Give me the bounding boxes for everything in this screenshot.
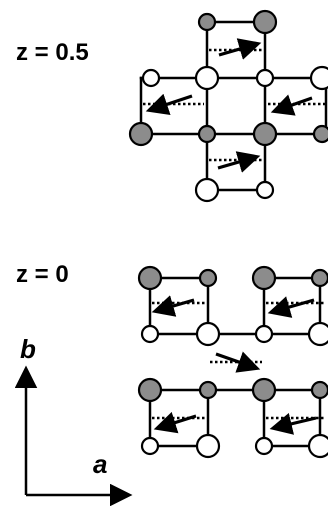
- axis-arrows: [14, 365, 133, 506]
- filled-atom: [310, 380, 328, 400]
- filled-atom: [137, 377, 163, 403]
- spin-arrow: [145, 93, 193, 115]
- open-atom: [255, 180, 275, 200]
- spin-arrow: [270, 94, 313, 116]
- filled-atom: [312, 124, 328, 144]
- open-atom: [307, 321, 328, 347]
- open-atom: [140, 324, 160, 344]
- spin-arrow: [218, 38, 262, 60]
- open-atom: [194, 65, 220, 91]
- layer-z-0: [137, 265, 328, 459]
- spin-arrow: [269, 412, 317, 435]
- open-atom: [307, 433, 328, 459]
- layer-label-top: z = 0.5: [16, 39, 89, 66]
- open-atom: [195, 433, 221, 459]
- open-atom: [309, 65, 328, 91]
- spin-arrow: [151, 295, 195, 317]
- filled-atom: [137, 265, 163, 291]
- spin-arrow: [267, 296, 315, 318]
- filled-atom: [197, 124, 217, 144]
- filled-atom: [128, 121, 154, 147]
- spin-arrow: [215, 351, 261, 373]
- axis-label-b: b: [20, 334, 36, 364]
- filled-atom: [198, 380, 218, 400]
- axis-label-a: a: [93, 449, 107, 479]
- filled-atom: [252, 9, 278, 35]
- filled-atom: [198, 268, 218, 288]
- open-atom: [255, 68, 275, 88]
- layer-label-bottom: z = 0: [16, 261, 69, 288]
- filled-atom: [310, 268, 328, 288]
- open-atom: [254, 436, 274, 456]
- open-atom: [254, 324, 274, 344]
- spin-arrow: [153, 411, 197, 434]
- open-atom: [194, 177, 220, 203]
- filled-atom: [197, 12, 217, 32]
- filled-atom: [251, 265, 277, 291]
- open-atom: [195, 321, 221, 347]
- layer-z-0-5: [128, 9, 328, 203]
- open-atom: [140, 436, 160, 456]
- open-atom: [141, 68, 161, 88]
- filled-atom: [252, 121, 278, 147]
- filled-atom: [251, 377, 277, 403]
- spin-arrow: [217, 151, 261, 173]
